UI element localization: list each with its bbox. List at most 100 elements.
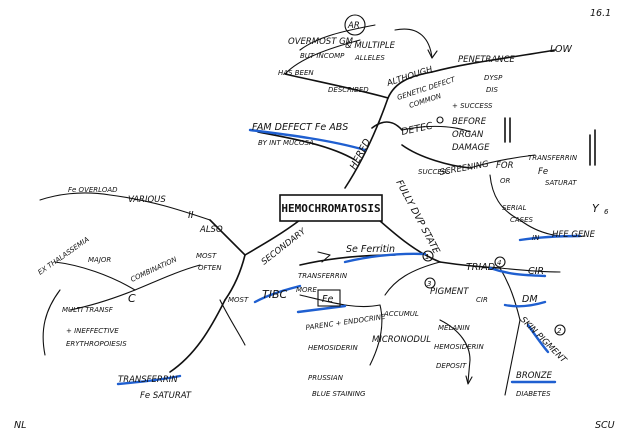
- also-label: ALSO: [199, 225, 223, 235]
- organ-label: ORGAN: [452, 130, 484, 140]
- branch-combination: [134, 264, 201, 291]
- branch-transferrin-sat: [169, 299, 226, 373]
- cir2-label: CIR: [476, 296, 488, 304]
- fully-label: FULLY DVP STATE: [393, 178, 441, 256]
- branch-described: [284, 73, 389, 99]
- branch-secondary: [244, 219, 301, 256]
- highlight-dm: [503, 300, 547, 308]
- blue-highlights: [116, 128, 582, 386]
- branch-tibc: [224, 254, 246, 301]
- branch-penetrance: [431, 49, 556, 73]
- tibc-label: TIBC: [262, 288, 288, 301]
- detect-label: DETEC: [400, 120, 434, 137]
- fe-screen-label: Fe: [538, 167, 548, 177]
- serial-label: SERIAL: [502, 204, 527, 212]
- by-int-mucosa-label: BY INT MUCOSA: [258, 139, 314, 147]
- branch-also: [209, 219, 246, 256]
- ineffective-label: + INEFFECTIVE: [66, 327, 119, 335]
- left-initials: NL: [14, 420, 26, 431]
- triad-hemosiderin-label: HEMOSIDERIN: [434, 343, 484, 351]
- highlight-fe: [296, 304, 347, 314]
- diabetes-label: DIABETES: [516, 390, 551, 398]
- pigment-label: PIGMENT: [430, 287, 469, 297]
- fe-sat-label: Fe SATURAT: [140, 391, 192, 401]
- multiple-label: & MULTIPLE: [345, 41, 396, 51]
- branch-triad: [439, 261, 501, 269]
- branch-melanin: [439, 319, 471, 361]
- or-label: OR: [500, 177, 511, 185]
- highlight-transferrin: [116, 374, 182, 386]
- before-label: BEFORE: [452, 117, 487, 127]
- tibc-prefix: MOST: [228, 296, 249, 304]
- melanin-label: MELANIN: [438, 324, 470, 332]
- fam-defect-label: FAM DEFECT Fe ABS: [252, 122, 348, 133]
- ferritin-num: 1: [425, 253, 429, 261]
- y-glyph: Y: [592, 202, 600, 215]
- skin-pigment-label: SKIN PIGMENT: [518, 315, 569, 366]
- branch-hered: [344, 97, 389, 189]
- blue-staining-label: BLUE STAINING: [312, 390, 366, 398]
- branch-multitransf: [69, 289, 136, 311]
- combination-label: COMBINATION: [129, 255, 178, 284]
- damage-label: DAMAGE: [452, 143, 490, 153]
- but-label: BUT INCOMP: [300, 52, 345, 60]
- branch-hemosiderin: [219, 299, 246, 346]
- branch-brace: [42, 289, 61, 356]
- alleles-label: ALLELES: [354, 54, 385, 62]
- erythropoiesis-label: ERYTHROPOIESIS: [66, 340, 127, 348]
- detect-dot: [436, 116, 444, 124]
- dis-label: DIS: [486, 86, 498, 94]
- success2-label: SUCCESS: [418, 168, 451, 176]
- skin-num-circle: [554, 324, 566, 336]
- branch-fam-defect: [257, 131, 356, 161]
- mutation-label: OVERMOST GM: [288, 37, 354, 47]
- fe-overload-label: Fe OVERLOAD: [68, 186, 118, 194]
- transferrin-sat-label: TRANSFERRIN: [118, 375, 178, 385]
- branch-dm: [499, 267, 521, 321]
- hfe-gene-label: HFE GENE: [552, 230, 596, 240]
- branch-transferrin: [469, 154, 536, 169]
- ferritin-num-circle: [422, 250, 434, 262]
- branch-pigment: [384, 261, 441, 296]
- hered-label: HERED: [348, 137, 373, 171]
- highlight-tibc: [253, 284, 302, 304]
- triad-num-circle: [494, 256, 506, 268]
- branch-fe-overload: [39, 192, 111, 201]
- for-label: FOR: [496, 161, 514, 171]
- numeral-label: II: [188, 210, 194, 221]
- highlight-ferritin: [343, 252, 427, 264]
- branch-various: [109, 194, 211, 221]
- transferrin-screen-label: TRANSFERRIN: [528, 154, 578, 162]
- pigment-num: 3: [427, 280, 431, 288]
- mutation-badge: AR: [347, 21, 360, 31]
- detect-bracket: [504, 117, 511, 143]
- branch-thalassemia: [54, 261, 136, 291]
- secondary-label: SECONDARY: [260, 226, 309, 267]
- highlight-skin: [526, 323, 550, 354]
- highlight-fam-defect: [248, 128, 367, 152]
- center-box: [279, 194, 383, 222]
- success-label: + SUCCESS: [452, 102, 493, 110]
- branches: [39, 24, 586, 396]
- branch-serial: [489, 174, 521, 221]
- branch-detect: [371, 121, 403, 131]
- screening-label: SCREENING: [439, 159, 490, 178]
- deposit-arrow: [465, 359, 473, 385]
- prussian-label: PRUSSIAN: [308, 374, 344, 382]
- branch-prussian: [369, 304, 383, 366]
- highlight-hfe: [518, 234, 582, 242]
- ferritin-arrowhead: [317, 251, 331, 263]
- dm-label: DM: [522, 294, 538, 305]
- branch-but: [284, 39, 361, 75]
- has-been-label: HAS BEEN: [278, 69, 314, 77]
- branch-mutation: [299, 24, 376, 51]
- often-label: OFTEN: [198, 264, 222, 272]
- screening-bracket: [589, 129, 596, 166]
- triad-label: TRIAD: [466, 262, 495, 273]
- more-label: MORE: [296, 286, 317, 294]
- parenc-label: PARENC + ENDOCRINE: [305, 313, 386, 332]
- multitransf-label: MULTI TRANSF: [62, 306, 114, 314]
- branch-although: [387, 71, 433, 99]
- center-title: HEMOCHROMATOSIS: [281, 202, 380, 215]
- branch-bronze: [504, 319, 521, 396]
